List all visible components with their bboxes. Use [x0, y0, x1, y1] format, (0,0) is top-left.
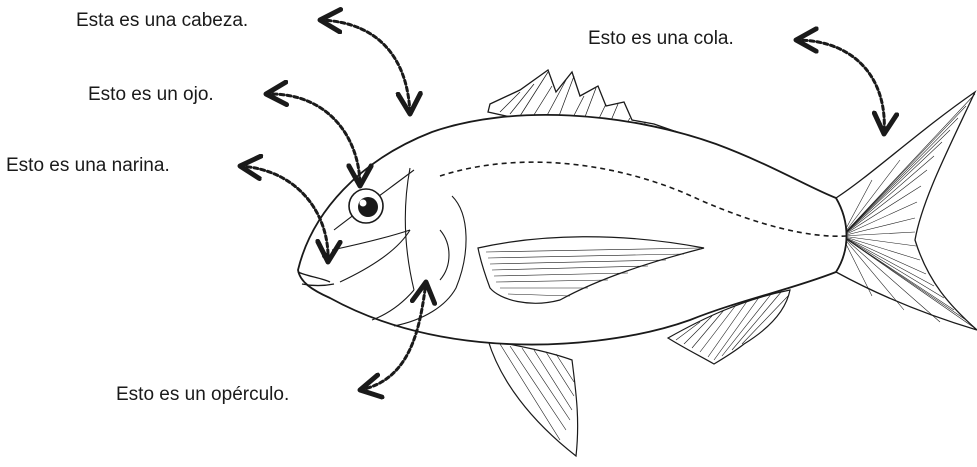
label-nostril: Esto es una narina. — [6, 155, 170, 177]
label-head: Esta es una cabeza. — [76, 10, 248, 32]
arrow-eye — [266, 94, 360, 186]
label-operculum: Esto es un opérculo. — [116, 384, 289, 406]
label-eye: Esto es un ojo. — [88, 84, 214, 106]
tail-fin — [836, 92, 977, 330]
pelvic-fin — [488, 340, 578, 456]
arrow-tail — [796, 40, 884, 134]
eye — [349, 189, 383, 223]
label-tail: Esto es una cola. — [588, 28, 734, 50]
arrow-head — [320, 20, 410, 114]
